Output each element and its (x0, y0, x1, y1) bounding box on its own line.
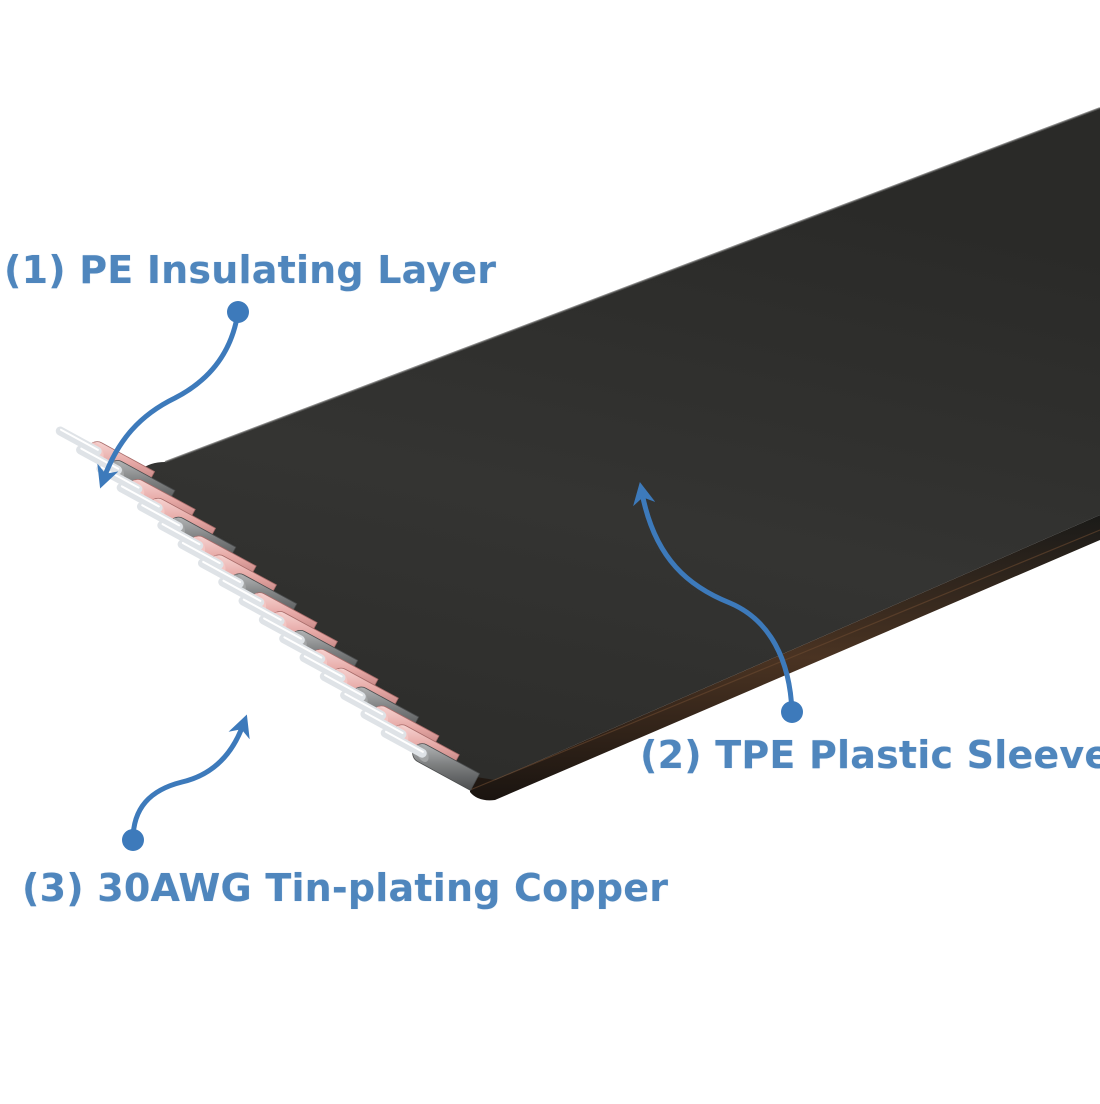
conductor-highlight (283, 636, 323, 659)
copper-conductor (360, 709, 407, 739)
copper-conductor (340, 690, 387, 720)
callout-arrow-2 (633, 481, 803, 723)
conductor-highlight (222, 579, 262, 602)
conductor-highlight (181, 541, 221, 565)
tpe-plastic-sleeve (140, 107, 1100, 801)
copper-conductor (279, 634, 326, 664)
wire-gray (380, 728, 481, 791)
conductor-highlight (263, 617, 303, 640)
callout-arrow-1 (97, 301, 249, 489)
copper-conductor (319, 671, 366, 702)
conductor-highlight (120, 485, 160, 508)
copper-conductor-label: (3) 30AWG Tin-plating Copper (22, 866, 669, 910)
conductor-highlight (364, 711, 404, 735)
copper-conductor (238, 596, 285, 626)
conductor-highlight (161, 523, 201, 546)
pe-insulating-layer-label: (1) PE Insulating Layer (4, 248, 497, 292)
copper-conductor (218, 577, 265, 607)
conductor-highlight (344, 692, 384, 716)
copper-conductor (177, 539, 224, 569)
copper-conductor (157, 520, 204, 551)
copper-conductor (299, 653, 346, 683)
copper-conductor (258, 615, 305, 645)
pe-insulated-wires (55, 426, 481, 791)
conductor-highlight (384, 730, 424, 753)
copper-conductor (136, 502, 183, 532)
conductor-highlight (202, 560, 242, 584)
callout-arrow-3 (122, 714, 250, 851)
conductor-highlight (141, 504, 181, 527)
tpe-plastic-sleeve-label: (2) TPE Plastic Sleeve (640, 733, 1100, 777)
copper-conductor (197, 558, 244, 588)
conductor-highlight (59, 428, 99, 451)
conductor-highlight (242, 598, 282, 621)
copper-conductor (380, 728, 427, 758)
conductor-highlight (303, 655, 343, 678)
copper-conductor (116, 483, 163, 513)
copper-conductor (55, 426, 102, 456)
conductor-highlight (324, 674, 363, 697)
